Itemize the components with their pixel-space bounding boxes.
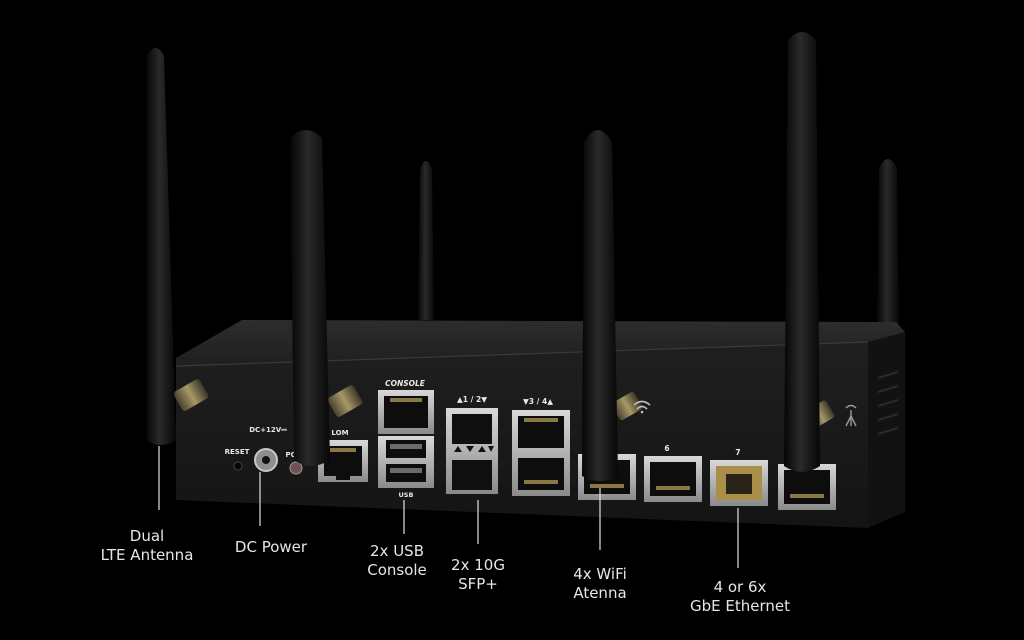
front-antennas [146, 32, 820, 481]
wifi-icon [633, 400, 651, 414]
antenna-lte-1 [146, 48, 176, 445]
lom-label: LOM [331, 429, 348, 437]
callout-sfp-line1: 2x 10G [451, 556, 505, 574]
eth6-label: 6 [664, 444, 669, 453]
ethernet-port-7 [710, 460, 768, 506]
reset-label: RESET [225, 448, 250, 456]
callout-sfp: 2x 10G SFP+ [451, 556, 505, 594]
antenna-wifi-2 [784, 32, 820, 472]
callout-wifi-line1: 4x WiFi [573, 565, 627, 583]
console-port [378, 390, 434, 434]
callout-lte-antenna: Dual LTE Antenna [101, 527, 194, 565]
callout-sfp-line2: SFP+ [458, 575, 498, 593]
eth34-label: ▼3 / 4▲ [523, 397, 553, 406]
callout-dc-line1: DC Power [234, 538, 308, 556]
power-button [289, 461, 303, 475]
antenna-icon [845, 404, 857, 427]
rear-antennas [418, 159, 899, 330]
lom-port [318, 440, 368, 482]
callout-usb-line1: 2x USB [370, 542, 424, 560]
callout-usb-console: 2x USB Console [367, 542, 427, 580]
antenna-wifi-1 [582, 130, 618, 481]
callout-gbe-ethernet: 4 or 6x GbE Ethernet [690, 578, 790, 616]
console-label: CONSOLE [385, 379, 426, 388]
callout-lte-line2: LTE Antenna [100, 546, 194, 564]
sma-connector-lte-2 [327, 385, 363, 417]
usb-ports [378, 436, 434, 488]
reset-button [233, 461, 243, 471]
ethernet-port-8 [778, 464, 836, 510]
side-vents [877, 371, 899, 435]
sfp-label: ▲1 / 2▼ [457, 395, 487, 404]
callout-ethernet-line1: 4 or 6x [713, 578, 767, 596]
callout-wifi-line2: Atenna [573, 584, 627, 602]
sfp-ports [446, 408, 498, 494]
antenna-rear-2 [877, 159, 899, 330]
callout-dc-power: DC Power [235, 538, 307, 557]
antenna-lte-2 [290, 130, 330, 466]
chassis-side [868, 332, 905, 528]
usb-label: USB [399, 491, 414, 499]
callout-lte-line1: Dual [129, 527, 165, 545]
dc-label: DC+12V⎓ [249, 426, 287, 434]
chassis-top [176, 320, 905, 368]
callout-usb-line2: Console [367, 561, 427, 579]
callout-lines [158, 446, 739, 568]
sma-connector-lte-1 [173, 379, 209, 411]
eth7-label: 7 [735, 448, 740, 457]
callout-wifi-antenna: 4x WiFi Atenna [573, 565, 627, 603]
callout-ethernet-line2: GbE Ethernet [689, 597, 791, 615]
antenna-rear-1 [418, 161, 434, 320]
ethernet-ports-3-4 [512, 410, 570, 496]
ethernet-port-6 [644, 456, 702, 502]
sma-connector-wifi-1 [611, 391, 643, 421]
